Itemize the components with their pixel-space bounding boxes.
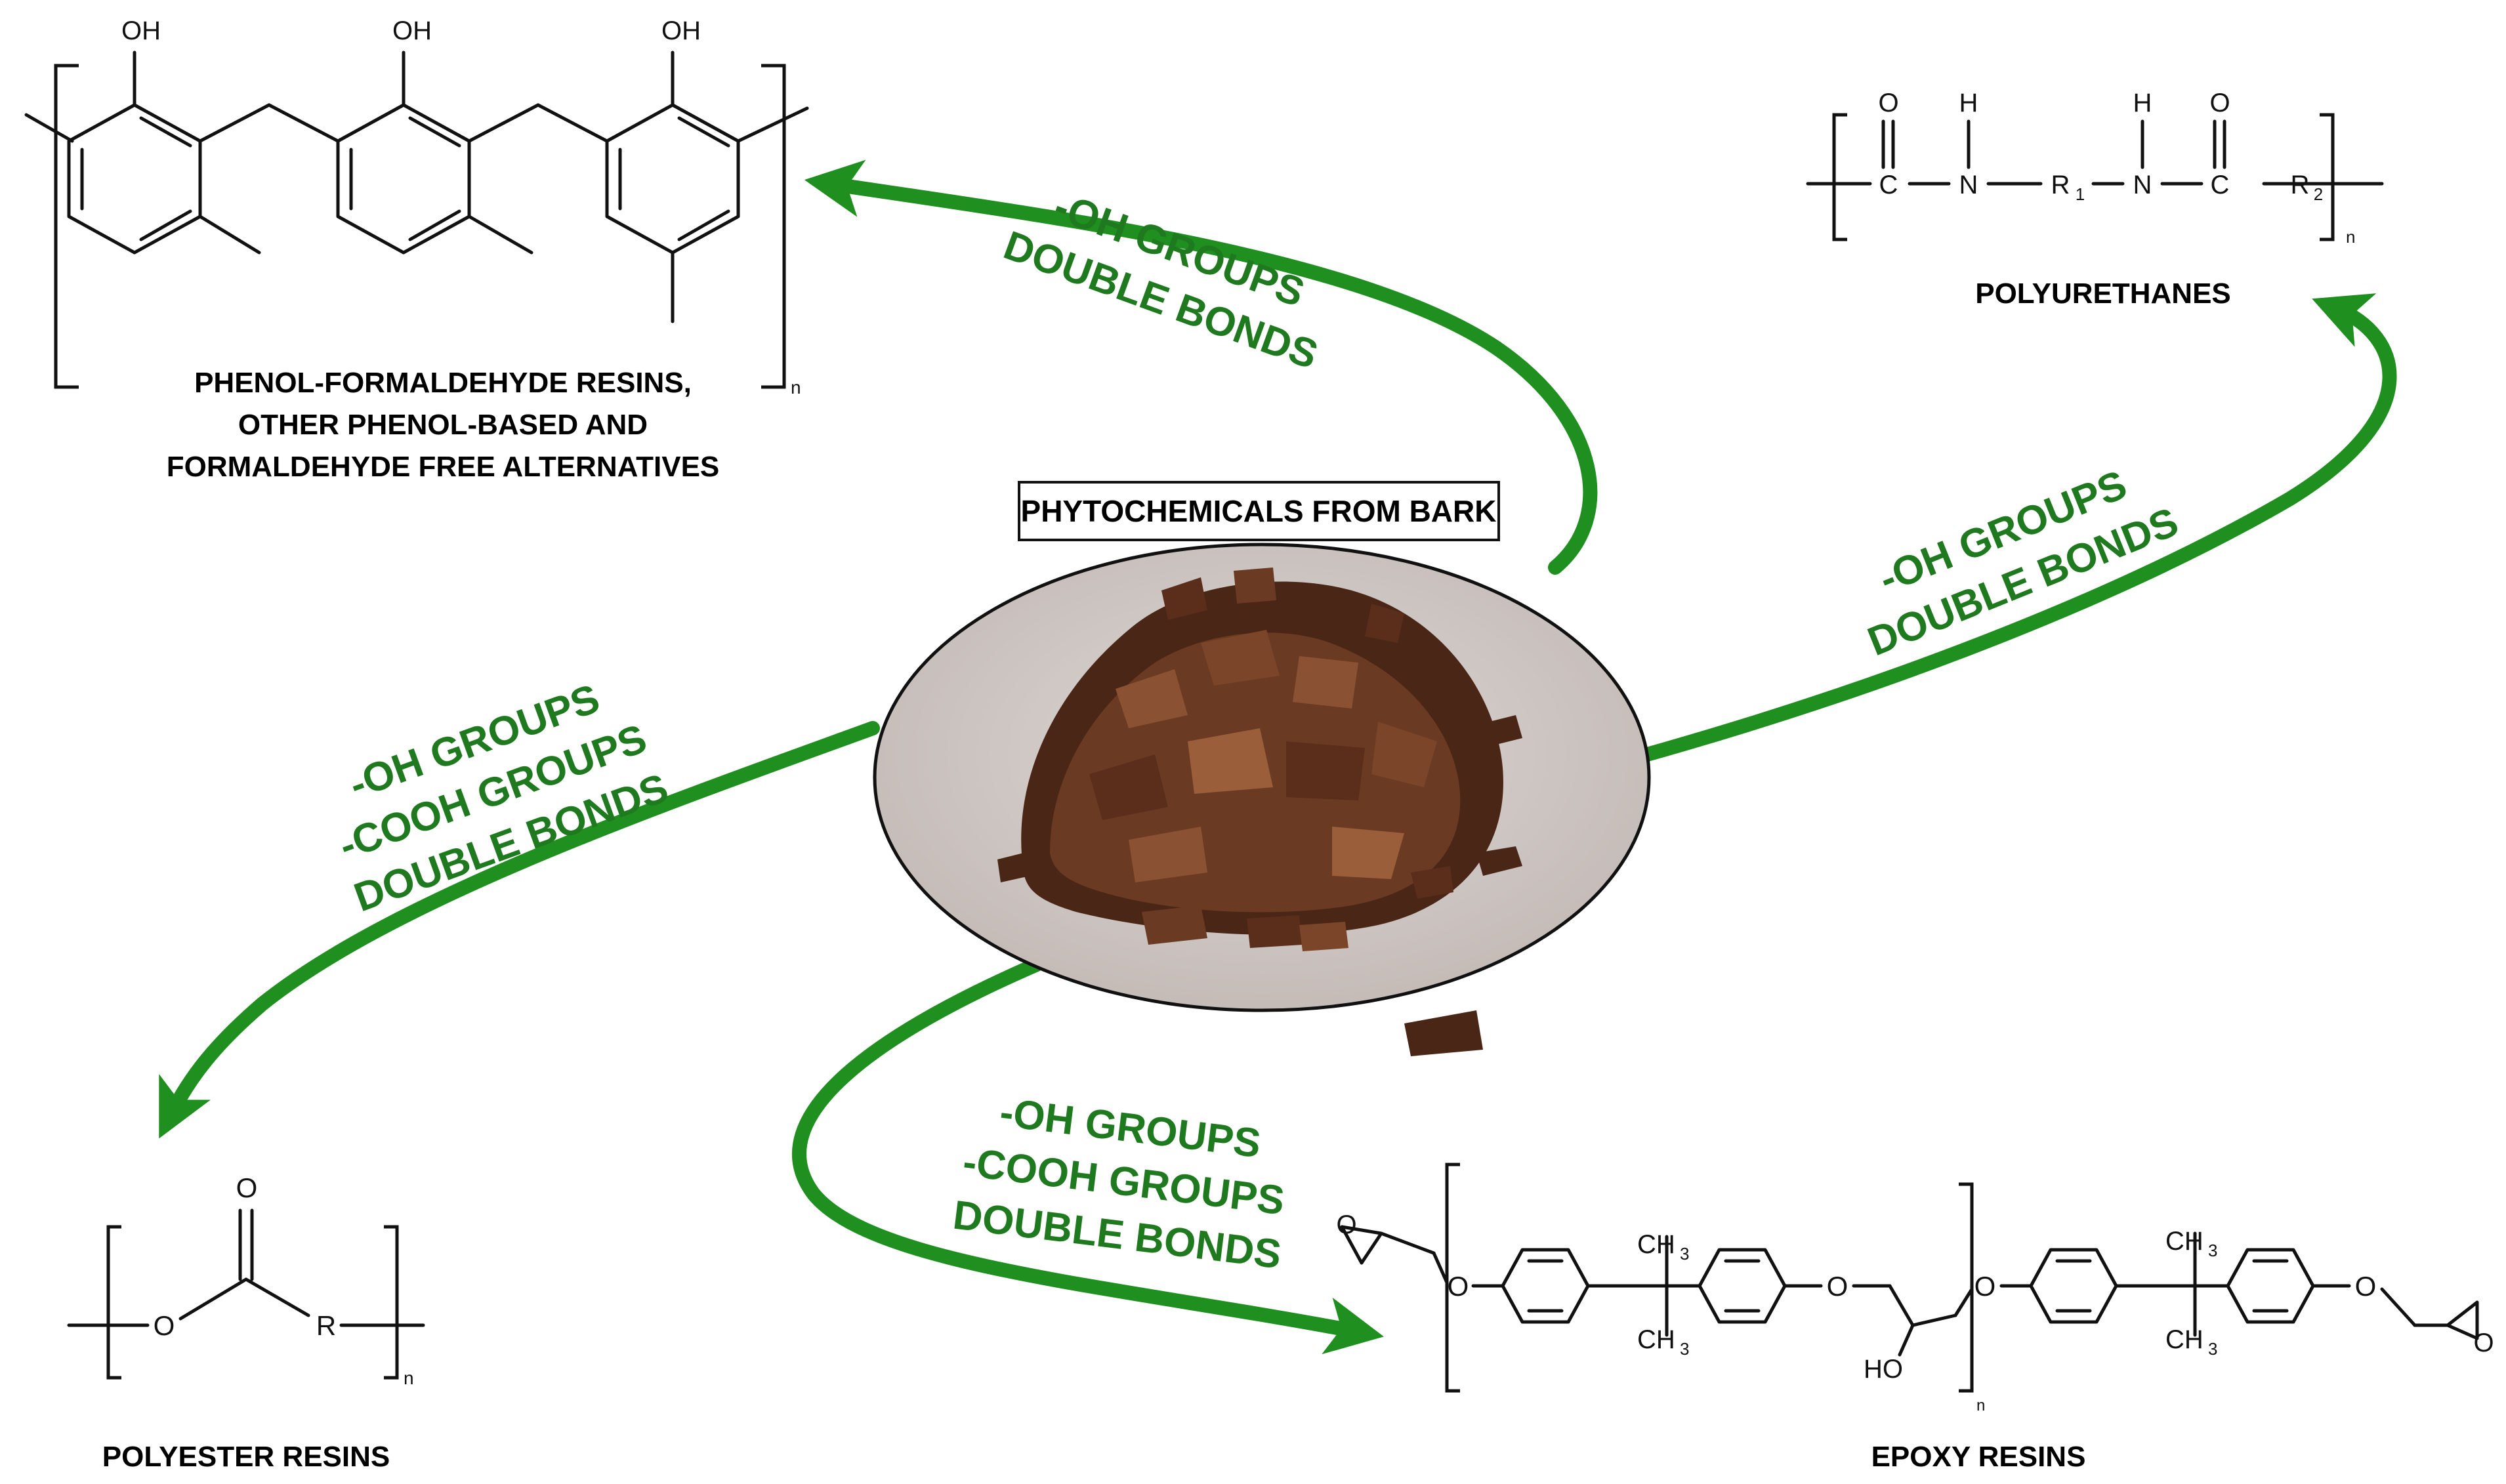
phenol-formaldehyde-structure: n OH OH OH PHENOL-FORMA bbox=[24, 16, 809, 483]
ep-ch3-4-sub: 3 bbox=[2208, 1339, 2217, 1359]
ep-epoxide-o-right: O bbox=[2473, 1329, 2494, 1357]
ep-ch3-1: CH bbox=[1637, 1230, 1675, 1259]
bark-center: PHYTOCHEMICALS FROM BARK bbox=[873, 481, 1651, 1056]
ep-o-3: O bbox=[1974, 1271, 1996, 1302]
ep-ch3-4: CH bbox=[2165, 1325, 2203, 1354]
bark-pile-image bbox=[997, 567, 1522, 1056]
pu-c-1: C bbox=[1879, 171, 1898, 199]
label-to-phenol: -OH GROUPS DOUBLE BONDS bbox=[998, 184, 1324, 378]
label-to-epoxy: -OH GROUPS -COOH GROUPS DOUBLE BONDS bbox=[951, 1090, 1287, 1277]
pe-n: n bbox=[404, 1368, 414, 1388]
pu-c-2: C bbox=[2211, 171, 2230, 199]
epoxy-structure: n O O CH 3 CH 3 O HO O bbox=[1336, 1163, 2494, 1473]
phenol-caption-line-3: FORMALDEHYDE FREE ALTERNATIVES bbox=[167, 451, 720, 483]
center-title: PHYTOCHEMICALS FROM BARK bbox=[1021, 494, 1497, 528]
phenol-n: n bbox=[791, 377, 801, 398]
pe-o: O bbox=[154, 1310, 175, 1341]
ep-caption: EPOXY RESINS bbox=[1871, 1441, 2086, 1473]
pe-o-top: O bbox=[236, 1172, 258, 1203]
pu-n-atom-1: N bbox=[1959, 171, 1978, 199]
pu-r1-sub: 1 bbox=[2076, 184, 2085, 204]
phenol-oh-2: OH bbox=[392, 16, 432, 45]
phenol-oh-1: OH bbox=[121, 16, 161, 45]
polyester-structure: n O O R POLYESTER RESINS bbox=[67, 1172, 425, 1473]
pu-o-1: O bbox=[1878, 89, 1898, 117]
pu-r2: R bbox=[2291, 171, 2310, 199]
pu-caption: POLYURETHANES bbox=[1975, 278, 2231, 310]
ep-o-4: O bbox=[2355, 1271, 2377, 1302]
ep-ch3-2: CH bbox=[1637, 1325, 1675, 1354]
pathway-arrows bbox=[159, 159, 2397, 1355]
ep-o-1: O bbox=[1448, 1271, 1469, 1302]
ep-ch3-2-sub: 3 bbox=[1680, 1339, 1689, 1359]
pu-r2-sub: 2 bbox=[2314, 184, 2323, 204]
pu-n: n bbox=[2346, 227, 2355, 247]
ep-epoxide-o-left: O bbox=[1336, 1210, 1356, 1239]
ep-ch3-1-sub: 3 bbox=[1680, 1244, 1689, 1264]
arrow-to-epoxy bbox=[792, 957, 1384, 1355]
pe-r: R bbox=[316, 1310, 336, 1341]
polyurethane-structure: n C O N H R 1 N H C O R 2 POLYURETHANES bbox=[1806, 89, 2384, 310]
phenol-caption-line-2: OTHER PHENOL-BASED AND bbox=[238, 409, 648, 441]
ep-o-2: O bbox=[1827, 1271, 1848, 1302]
pu-o-2: O bbox=[2209, 89, 2230, 117]
phenol-caption-line-1: PHENOL-FORMALDEHYDE RESINS, bbox=[194, 367, 692, 399]
pe-caption: POLYESTER RESINS bbox=[102, 1441, 390, 1473]
ep-n: n bbox=[1976, 1397, 1985, 1414]
arrow-to-polyurethanes bbox=[1640, 293, 2397, 762]
center-title-box bbox=[1018, 481, 1500, 541]
pu-r1: R bbox=[2051, 171, 2070, 199]
pu-h-1: H bbox=[1959, 89, 1978, 117]
ep-ho: HO bbox=[1864, 1355, 1903, 1384]
phenol-oh-3: OH bbox=[661, 16, 701, 45]
ep-ch3-3: CH bbox=[2165, 1227, 2203, 1256]
ep-ch3-3-sub: 3 bbox=[2208, 1241, 2217, 1260]
arrow-to-phenol bbox=[804, 159, 1598, 575]
pu-h-2: H bbox=[2133, 89, 2152, 117]
arrow-to-polyester bbox=[159, 721, 880, 1139]
pu-n-atom-2: N bbox=[2133, 171, 2152, 199]
